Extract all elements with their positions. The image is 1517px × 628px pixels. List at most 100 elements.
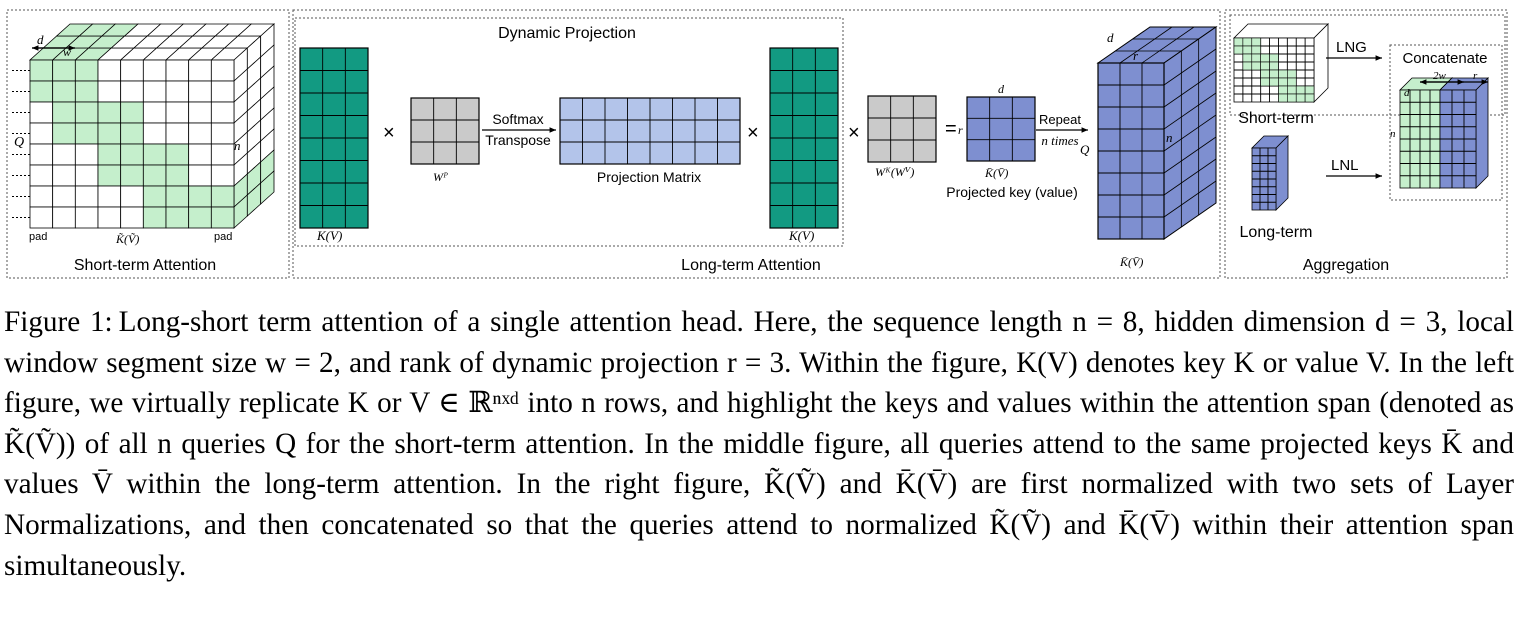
short-cube-front-cell: [29, 206, 54, 229]
short-q-label: Q: [14, 135, 24, 150]
agg-short-hl-cell: [1287, 93, 1297, 103]
agg-short-hl-cell: [1260, 53, 1270, 63]
long-term-attention-title: Long-term Attention: [681, 257, 821, 274]
agg-long-cube: [1251, 135, 1289, 211]
agg-short-hl-cell: [1269, 53, 1279, 63]
ln-l-label: LNL: [1331, 157, 1359, 174]
kbar-small-matrix-bg: [966, 96, 1036, 162]
agg-short-hl-cell: [1242, 45, 1253, 55]
ln-g-arrow-head: [1375, 55, 1382, 61]
cube-kbar-label: K̄(V̄): [1119, 255, 1143, 269]
short-w-arrow-left-head: [32, 45, 39, 51]
aggregation-panel-border: [1224, 9, 1508, 279]
wk-label: Wᴷ(Wⱽ): [875, 165, 914, 179]
short-k-tilde-label: K̃(Ṽ): [115, 232, 139, 246]
short-term-attention-title: Short-term Attention: [74, 257, 216, 274]
short-cube-front-cell: [97, 80, 122, 103]
ln-l-arrow: [1326, 173, 1382, 179]
projection-matrix: [559, 97, 741, 165]
agg-short-hl-cell: [1269, 61, 1279, 71]
agg-short-hl-cell: [1295, 85, 1306, 95]
agg-short-hl-cell: [1251, 53, 1261, 63]
short-pad-right-label: pad: [214, 231, 232, 243]
short-cube-front-cell: [210, 164, 235, 187]
short-cube-front-cell: [165, 206, 190, 229]
cube-r-label: r: [1133, 48, 1139, 63]
short-cube-front-cell: [97, 143, 122, 166]
short-cube-front-cell: [29, 164, 54, 187]
softmax-arrow-head: [549, 127, 556, 133]
short-cube-front-cell: [29, 185, 54, 208]
agg-short-hl-cell: [1251, 37, 1261, 47]
short-cube-front-cell: [210, 122, 235, 145]
ln-g-label: LNG: [1336, 39, 1367, 56]
agg-short-hl-cell: [1242, 37, 1253, 47]
ln-g-arrow: [1326, 55, 1382, 61]
k-left-label: K(V): [316, 228, 342, 243]
cube-right-line: [1163, 114, 1217, 152]
dynamic-projection-border: [294, 17, 844, 247]
short-cube-front-cell: [188, 164, 212, 187]
short-cube-front-cell: [52, 164, 76, 187]
short-cube-right-face: [233, 23, 275, 229]
agg-short-hl-cell: [1278, 69, 1288, 79]
agg-short-hl-cell: [1251, 45, 1261, 55]
short-cube-front-cell: [97, 101, 122, 124]
short-cube-front-cell: [97, 122, 122, 145]
two-w-arrow-back-head: [1420, 79, 1427, 85]
short-cube-front-cell: [29, 101, 54, 124]
short-cube-front-cell: [165, 101, 190, 124]
short-cube-front-cell: [210, 59, 235, 82]
short-cube-front-cell: [52, 185, 76, 208]
kbar-small-label: K̄(V̄): [984, 166, 1008, 180]
softmax-arrow: [482, 127, 556, 133]
agg-short-box: [1229, 14, 1506, 116]
short-cube-front-cell: [74, 185, 99, 208]
short-cube-front-cell: [188, 59, 212, 82]
softmax-label: Softmax: [492, 111, 543, 127]
short-cube-front-cell: [120, 185, 144, 208]
agg-short-hl-cell: [1304, 85, 1315, 95]
cube-right-line: [1163, 70, 1217, 108]
short-cube-front-cell: [52, 143, 76, 166]
wk-matrix-bg: [867, 95, 937, 163]
aggregation-title: Aggregation: [1303, 257, 1389, 274]
concat-purple-cube-front: [1439, 89, 1477, 189]
short-cube-front-cell: [188, 185, 212, 208]
agg-short-cube-right: [1313, 23, 1329, 103]
transpose-label: Transpose: [485, 132, 551, 148]
short-cube-front-cell: [142, 164, 167, 187]
agg-d-label: d: [1404, 87, 1410, 99]
cube-right-line: [1163, 158, 1217, 196]
k-left-matrix: [299, 47, 369, 229]
agg-short-hl-cell: [1287, 69, 1297, 79]
agg-r-arrow-head: [1481, 79, 1488, 85]
short-cube-front-cell: [29, 122, 54, 145]
short-cube-front-cell: [74, 122, 99, 145]
short-cube-right-cell: [260, 170, 275, 205]
long-term-agg-label: Long-term: [1240, 224, 1313, 241]
short-cube-front-cell: [120, 122, 144, 145]
agg-r-label: r: [1473, 70, 1478, 82]
projection-matrix-label: Projection Matrix: [597, 169, 701, 185]
short-cube-front-cell: [165, 143, 190, 166]
cube-top-line: [1119, 26, 1173, 64]
agg-short-hl-cell: [1278, 77, 1288, 87]
short-cube-front-cell: [52, 80, 76, 103]
cube-d-label: d: [1107, 30, 1114, 45]
short-cube-front-cell: [52, 122, 76, 145]
short-cube-front-face: [29, 59, 235, 229]
agg-short-hl-cell: [1233, 45, 1244, 55]
short-cube-front-cell: [142, 80, 167, 103]
cube-n-label: n: [1166, 130, 1173, 145]
repeat-arrow: [1036, 127, 1088, 133]
short-cube-front-cell: [188, 143, 212, 166]
short-cube-front-cell: [120, 143, 144, 166]
short-cube-front-cell: [120, 80, 144, 103]
agg-short-cube-top: [1233, 23, 1329, 39]
short-cube-front-cell: [74, 143, 99, 166]
short-cube-front-cell: [29, 143, 54, 166]
short-cube-front-cell: [142, 101, 167, 124]
concatenate-box: [1389, 44, 1503, 201]
cube-front: [1097, 62, 1165, 240]
